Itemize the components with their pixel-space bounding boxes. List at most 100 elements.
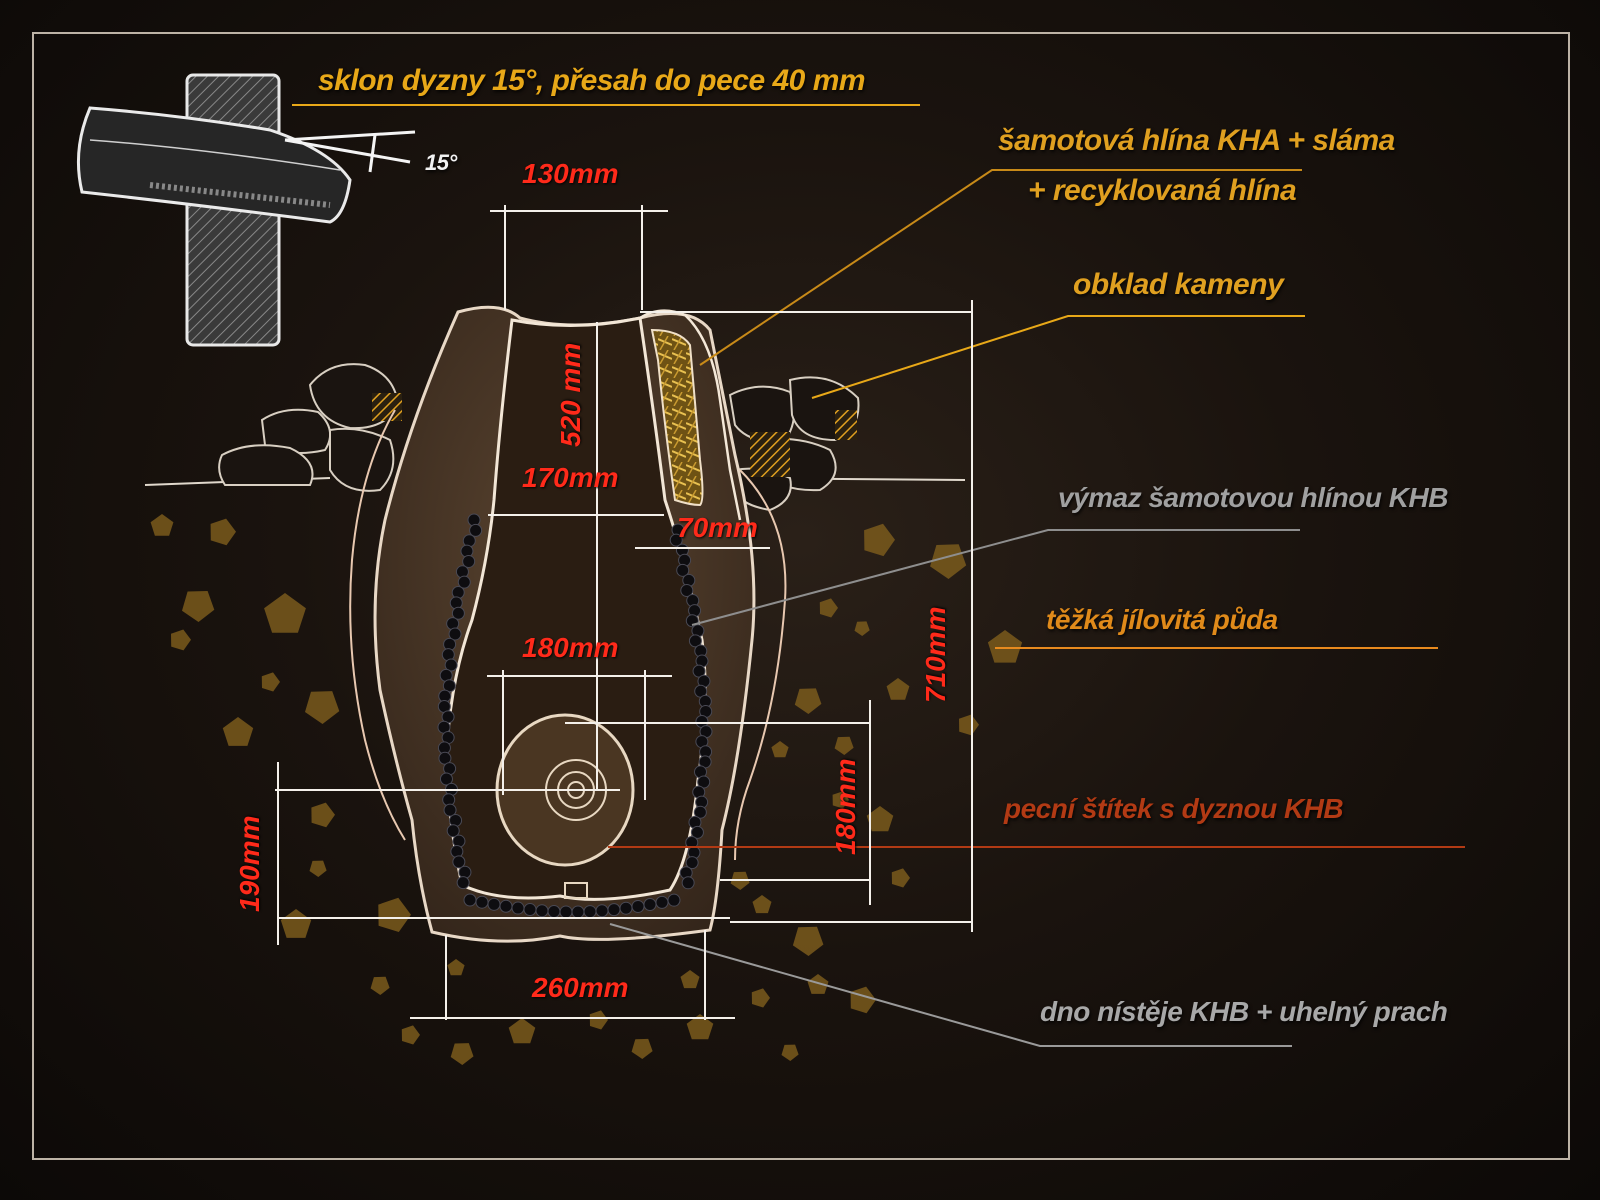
soil-nugget <box>781 1044 799 1061</box>
soil-nugget <box>264 593 306 633</box>
lining-bead <box>499 899 513 913</box>
soil-nugget <box>771 741 789 758</box>
dim-lower-width: 180mm <box>522 632 619 663</box>
soil-nugget <box>834 736 854 755</box>
lining-bead <box>693 805 707 819</box>
lining-bead <box>690 825 704 839</box>
soil-nugget <box>686 1014 714 1040</box>
soil-nugget <box>447 959 465 976</box>
soil-nugget <box>854 621 870 636</box>
soil-nugget <box>150 514 174 536</box>
soil-nugget <box>832 791 849 809</box>
lining-bead <box>655 895 669 909</box>
straw-layer <box>650 328 704 507</box>
lining-bead <box>439 772 453 786</box>
soil-nugget <box>891 868 910 888</box>
lining-bead <box>688 634 702 648</box>
soil-nugget <box>680 970 700 989</box>
face-plate-label: pecní štítek s dyznou KHB <box>1004 793 1344 824</box>
leader-lines <box>292 104 1465 1047</box>
soil-nugget <box>631 1038 653 1059</box>
soil-nugget <box>819 598 838 618</box>
soil-nuggets <box>150 514 1023 1065</box>
lining-bead <box>685 856 699 870</box>
soil-nugget <box>987 630 1023 663</box>
soil-nugget <box>886 678 910 700</box>
soil-nugget <box>171 629 191 651</box>
lining-bead <box>451 606 465 620</box>
lining-bead <box>607 903 621 917</box>
soil-nugget <box>210 518 236 546</box>
recycled-clay-label: + recyklovaná hlína <box>1028 174 1297 207</box>
lining-bead <box>676 563 690 577</box>
lining-bead <box>535 904 549 918</box>
clay-straw-label: šamotová hlína KHA + sláma <box>998 124 1395 157</box>
lining-bead <box>475 895 489 909</box>
dim-total-height: 710mm <box>920 606 951 703</box>
soil-nugget <box>309 860 327 877</box>
soil-nugget <box>866 806 894 832</box>
lining-bead <box>487 897 501 911</box>
nozzle-note-label: sklon dyzny 15°, přesah do pece 40 mm <box>318 64 866 97</box>
lining-bead <box>667 893 681 907</box>
lining-bead <box>547 905 561 919</box>
soil-label: těžká jílovitá půda <box>1046 604 1278 635</box>
dim-bottom-width: 260mm <box>532 972 629 1003</box>
soil-nugget <box>751 988 770 1008</box>
lining-bead <box>571 905 585 919</box>
lining-bead <box>680 583 694 597</box>
lining-bead <box>669 533 683 547</box>
soil-nugget <box>508 1018 536 1044</box>
lining-bead <box>643 897 657 911</box>
soil-nugget <box>311 802 335 828</box>
soil-nugget <box>370 976 390 995</box>
soil-nugget <box>261 672 280 692</box>
lining-bead <box>469 523 483 537</box>
soil-nugget <box>794 688 822 714</box>
lining-bead <box>448 627 462 641</box>
soil-nugget <box>450 1043 474 1065</box>
lining-bead <box>523 903 537 917</box>
soil-nugget <box>864 523 895 557</box>
soil-nugget <box>752 895 772 914</box>
dim-wall: 70mm <box>677 512 758 543</box>
lining-bead <box>631 899 645 913</box>
dim-tuyere-height: 180mm <box>830 758 861 855</box>
lining-bead <box>444 658 458 672</box>
stone-cladding-label: obklad kameny <box>1073 268 1284 301</box>
lining-bead <box>462 554 476 568</box>
soil-nugget <box>280 909 312 938</box>
stones-right <box>728 376 860 512</box>
soil-nugget <box>850 986 876 1014</box>
lining-bead <box>457 575 471 589</box>
frame-border <box>32 32 1570 1160</box>
lining-bead <box>452 855 466 869</box>
soil-nugget <box>378 897 411 932</box>
dim-mid-width: 170mm <box>522 462 619 493</box>
soil-nugget <box>305 691 340 724</box>
soil-nugget <box>930 544 967 579</box>
soil-nugget <box>401 1025 420 1045</box>
lining-bead <box>619 901 633 915</box>
lining-bead <box>595 904 609 918</box>
soil-nugget <box>222 717 254 746</box>
dimension-lines <box>275 205 973 1020</box>
lining-bead <box>446 824 460 838</box>
soil-nugget <box>959 714 979 736</box>
lining-label: výmaz šamotovou hlínou KHB <box>1058 482 1448 513</box>
lining-bead <box>443 803 457 817</box>
lining-bead <box>511 901 525 915</box>
soil-nugget <box>589 1010 608 1030</box>
lining-bead <box>559 905 573 919</box>
lining-bead <box>456 876 470 890</box>
stones-left <box>218 363 402 492</box>
nozzle-angle-label: 15° <box>425 150 457 175</box>
lining-bead <box>452 834 466 848</box>
dim-shaft-height: 520 mm <box>555 342 586 447</box>
nozzle-detail <box>76 73 416 347</box>
lining-bead <box>463 893 477 907</box>
lining-bead <box>583 905 597 919</box>
dim-top-width: 130mm <box>522 158 619 189</box>
